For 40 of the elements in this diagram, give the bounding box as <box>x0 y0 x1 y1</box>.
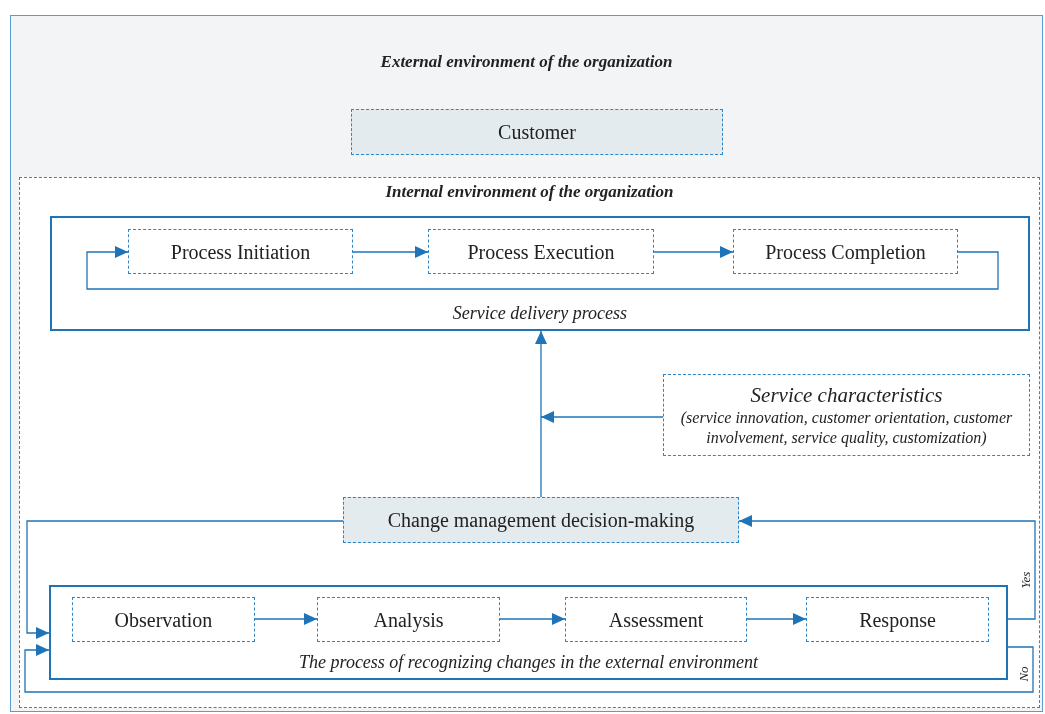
process-box <box>72 597 255 642</box>
process-box <box>428 229 654 274</box>
decision-box <box>351 109 723 155</box>
box-label: Process Completion <box>765 239 926 266</box>
arrow <box>86 246 999 290</box>
box-label: Customer <box>498 120 576 145</box>
arrow <box>352 246 429 258</box>
section-heading: External environment of the organization <box>379 51 674 73</box>
process-box <box>128 229 353 274</box>
decision-box <box>343 497 739 543</box>
note-title: Service characteristics <box>750 381 943 409</box>
container-caption: Service delivery process <box>451 302 629 325</box>
environment-panel <box>10 15 1043 712</box>
arrow <box>26 520 344 639</box>
arrow <box>535 330 547 498</box>
box-label: Analysis <box>373 607 444 634</box>
arrow <box>746 613 807 625</box>
arrow <box>499 613 566 625</box>
process-container <box>49 585 1008 680</box>
box-label: Assessment <box>608 607 704 633</box>
box-label: Process Execution <box>467 239 615 265</box>
box-label: Process Initiation <box>170 239 311 265</box>
process-container <box>50 216 1030 331</box>
arrow <box>24 644 1034 693</box>
arrow <box>540 411 664 423</box>
process-box <box>733 229 958 274</box>
arrow <box>653 246 734 258</box>
container-caption: The process of recognizing changes in the external environment <box>298 651 760 674</box>
box-label: Change management decision-making <box>387 508 695 534</box>
process-box <box>806 597 989 642</box>
note-text: (service innovation, customer orientation, customer involvement, service quality, customization) <box>679 408 1014 449</box>
box-label: Response <box>859 607 936 634</box>
arrow <box>254 613 318 625</box>
process-box <box>565 597 747 642</box>
environment-panel <box>19 177 1040 708</box>
box-label: Observation <box>114 607 213 633</box>
process-box <box>317 597 500 642</box>
note-box <box>663 374 1030 456</box>
section-heading: Internal environment of the organization <box>384 181 675 203</box>
arrow <box>738 515 1036 620</box>
